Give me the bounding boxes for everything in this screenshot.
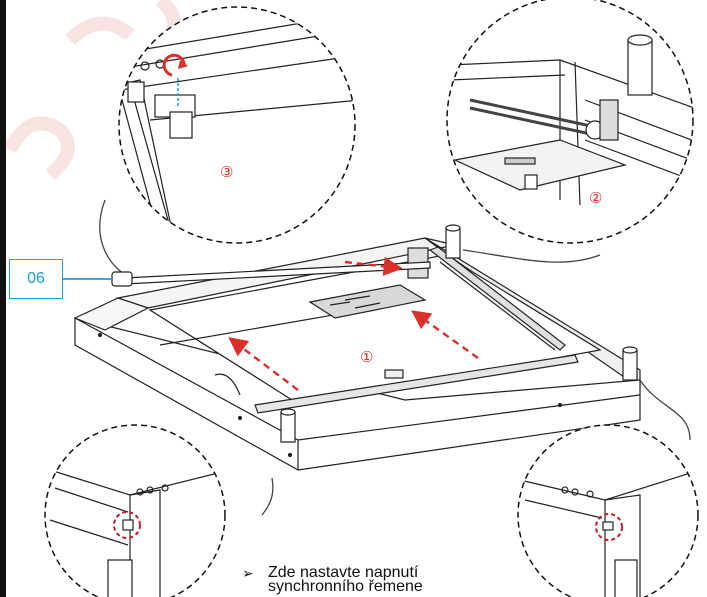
tension-note: ➢ Zde nastavte napnutí synchronního řeme… — [242, 564, 423, 595]
main-frame — [73, 224, 641, 471]
direction-arrows — [228, 256, 479, 391]
left-edge-bar — [0, 0, 6, 597]
rotate-arrow-icon — [162, 53, 186, 77]
note-line-1: Zde nastavte napnutí — [268, 564, 419, 581]
bullet-arrow-icon: ➢ — [242, 565, 254, 581]
marker-3: ③ — [220, 164, 234, 181]
part-label-text: 06 — [27, 270, 45, 287]
marker-1: ① — [360, 349, 374, 366]
part-label-06: 06 — [9, 259, 63, 299]
marker-2: ② — [589, 190, 603, 207]
note-line-2: synchronního řemene — [268, 578, 423, 595]
detail-corner-left — [44, 424, 226, 597]
detail-circle-3 — [118, 6, 356, 244]
tool-rod — [111, 261, 431, 287]
detail-circle-2 — [446, 0, 694, 244]
detail-corner-right — [517, 424, 699, 597]
